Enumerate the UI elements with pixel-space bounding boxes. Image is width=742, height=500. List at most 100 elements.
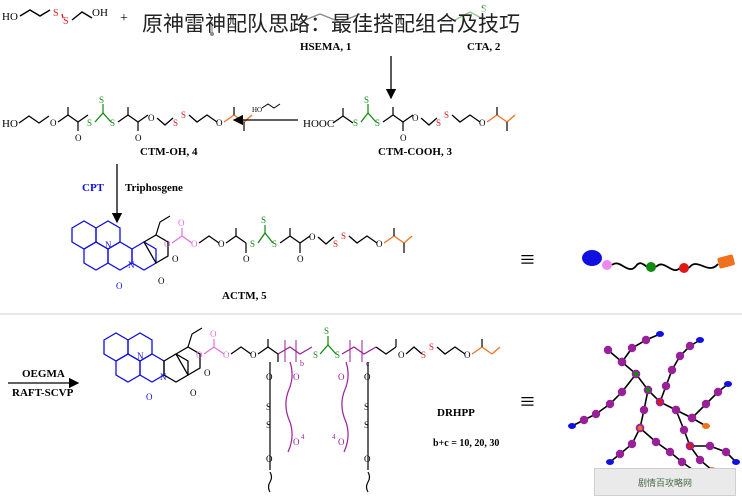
triphosgene-label: Triphosgene — [125, 182, 183, 194]
peg-bead — [603, 345, 613, 355]
drhpp-peg-chain-left: O O 4 — [285, 361, 305, 453]
peg-bead — [701, 399, 711, 409]
overlay-title: 原神雷神配队思路：最佳搭配组合及技巧 — [140, 8, 522, 38]
peg-bead — [661, 381, 671, 391]
peg-bead — [641, 335, 651, 345]
peg-bead — [665, 447, 675, 457]
svg-text:O: O — [146, 392, 153, 402]
peg-bead — [705, 441, 715, 451]
ctm-oh-label: CTM-OH, 4 — [140, 146, 198, 158]
equivalence-sign-2: ≡ — [520, 387, 535, 416]
oh-label: OH — [92, 7, 108, 19]
subscript-b: b — [300, 359, 304, 368]
svg-text:S: S — [436, 118, 441, 128]
drhpp-side-chain-right: O S S O — [364, 362, 371, 493]
peg-bead — [651, 437, 661, 447]
peg-bead — [615, 449, 625, 459]
equivalence-sign: ≡ — [520, 245, 535, 274]
actm-camptothecin-unit: N N O O O — [71, 215, 179, 291]
ho-label: HO — [2, 118, 18, 130]
svg-text:O: O — [364, 454, 371, 464]
sulfur-label: S — [53, 8, 59, 19]
peg-bead — [627, 439, 637, 449]
svg-text:S: S — [444, 110, 449, 120]
cta-label: CTA, 2 — [467, 41, 501, 53]
terminal-group — [656, 331, 664, 337]
svg-text:S: S — [333, 239, 338, 249]
cpt-blob — [582, 250, 602, 266]
cpt-label: CPT — [82, 182, 105, 194]
disulfide-dot — [679, 263, 689, 273]
svg-text:O: O — [266, 372, 273, 382]
actm-chain: O O S S S O O S S O — [198, 215, 413, 264]
svg-text:O: O — [172, 254, 179, 264]
raft-scvp-label: RAFT-SCVP — [12, 387, 74, 399]
junction-dot — [657, 399, 663, 405]
peg-bead — [713, 387, 723, 397]
peg-bead — [627, 343, 637, 353]
terminal-group — [696, 337, 704, 343]
subscript-4-left: 4 — [301, 433, 305, 441]
peg-bead — [617, 387, 627, 397]
svg-text:S: S — [324, 326, 329, 336]
svg-text:S: S — [421, 350, 426, 360]
junction-dot — [687, 443, 693, 449]
plus-sign: + — [120, 11, 128, 26]
carbonate-dot — [602, 260, 612, 270]
svg-text:O: O — [376, 239, 383, 249]
peg-bead — [687, 413, 697, 423]
svg-text:O: O — [164, 239, 171, 249]
svg-text:O: O — [75, 133, 82, 143]
svg-text:O: O — [398, 350, 405, 360]
svg-text:O: O — [148, 113, 155, 123]
svg-text:S: S — [272, 239, 277, 249]
svg-text:O: O — [243, 254, 250, 264]
svg-text:S: S — [353, 118, 358, 128]
ratio-label: b+c = 10, 20, 30 — [433, 438, 499, 449]
peg-bead — [695, 455, 705, 465]
svg-text:O: O — [191, 239, 198, 249]
svg-text:O: O — [309, 232, 316, 242]
drhpp-label: DRHPP — [437, 407, 475, 419]
svg-text:S: S — [173, 118, 178, 128]
sulfur-label: S — [63, 16, 69, 27]
junction-dot — [637, 425, 643, 431]
svg-text:N: N — [160, 372, 167, 382]
junction-dot — [645, 387, 651, 393]
svg-text:O: O — [297, 254, 304, 264]
terminal-group — [606, 459, 614, 465]
svg-text:O: O — [223, 350, 230, 360]
svg-text:O: O — [250, 350, 257, 360]
subscript-4-right: 4 — [332, 433, 336, 441]
svg-text:O: O — [210, 329, 217, 339]
svg-text:O: O — [190, 388, 197, 398]
svg-text:S: S — [364, 420, 369, 430]
peg-bead — [679, 425, 689, 435]
peg-bead — [579, 415, 589, 425]
svg-text:S: S — [99, 95, 104, 105]
drhpp-cartoon — [568, 331, 740, 475]
actm-cartoon — [582, 250, 735, 273]
svg-text:O: O — [178, 218, 185, 228]
watermark-logo: 剧情百攻略网 — [594, 468, 736, 496]
svg-text:O: O — [216, 118, 223, 128]
peg-bead — [677, 457, 687, 467]
ctm-oh-structure: HO O O S S S O O S S O — [2, 95, 253, 143]
peg-bead — [591, 409, 601, 419]
actm-label: ACTM, 5 — [222, 290, 267, 302]
svg-text:O: O — [196, 350, 203, 360]
svg-text:S: S — [261, 215, 266, 225]
svg-text:O: O — [412, 113, 419, 123]
svg-text:N: N — [105, 240, 112, 250]
svg-text:O: O — [135, 133, 142, 143]
svg-text:O: O — [400, 133, 407, 143]
peg-bead — [675, 351, 685, 361]
arrow-left-with-reagent: HO — [232, 103, 298, 126]
svg-text:S: S — [87, 118, 92, 128]
hooc-label: HOOC — [303, 118, 334, 130]
svg-text:S: S — [375, 118, 380, 128]
svg-text:O: O — [158, 276, 165, 286]
drhpp-backbone: O b S S S c O S S O — [230, 326, 501, 368]
svg-text:O: O — [364, 372, 371, 382]
